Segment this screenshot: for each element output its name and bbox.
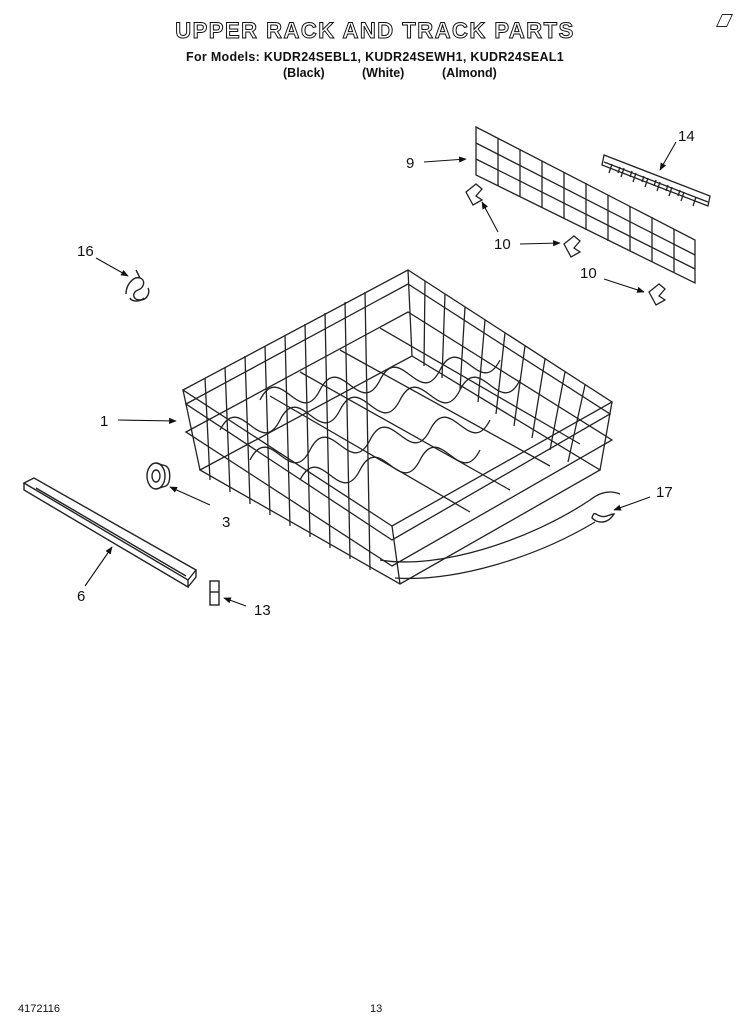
callout-16: 16 [77, 243, 94, 260]
leader-3 [169, 486, 211, 506]
part-16-hook [125, 269, 150, 302]
part-10-clip-right [648, 283, 667, 306]
part-10-clip-left [465, 183, 484, 206]
part-9-rear-panel [475, 125, 696, 285]
color-almond-label: (Almond) [442, 66, 497, 80]
part-13-stop [209, 580, 220, 606]
models-line: For Models: KUDR24SEBL1, KUDR24SEWH1, KU… [186, 50, 564, 64]
document-number: 4172116 [18, 1003, 61, 1015]
callout-13: 13 [254, 602, 271, 619]
part-14-top-bar [601, 154, 711, 207]
leader-13 [223, 597, 247, 607]
callout-6: 6 [77, 588, 85, 605]
part-3-roller [146, 462, 171, 490]
page-number: 13 [370, 1003, 383, 1015]
leader-17 [613, 496, 651, 511]
leader-10b [519, 240, 561, 247]
callout-1: 1 [100, 413, 108, 430]
callout-10b: 10 [580, 265, 597, 282]
leader-9 [423, 156, 467, 163]
part-10-clip-middle [563, 235, 582, 258]
leader-6 [84, 546, 113, 587]
callout-17: 17 [656, 484, 673, 501]
leader-1 [117, 417, 177, 424]
callout-3: 3 [222, 514, 230, 531]
color-white-label: (White) [362, 66, 405, 80]
callout-9: 9 [406, 155, 414, 172]
callout-14: 14 [678, 128, 695, 145]
leader-10a [481, 201, 499, 233]
part-17-clip [591, 512, 616, 523]
part-6-track [22, 477, 198, 589]
leader-16 [95, 257, 129, 277]
leader-10c [603, 278, 645, 293]
callout-10a: 10 [494, 236, 511, 253]
leader-14 [659, 141, 677, 171]
part-1-upper-rack [181, 269, 621, 585]
color-black-label: (Black) [283, 66, 325, 80]
page-title: UPPER RACK AND TRACK PARTS [175, 18, 575, 44]
